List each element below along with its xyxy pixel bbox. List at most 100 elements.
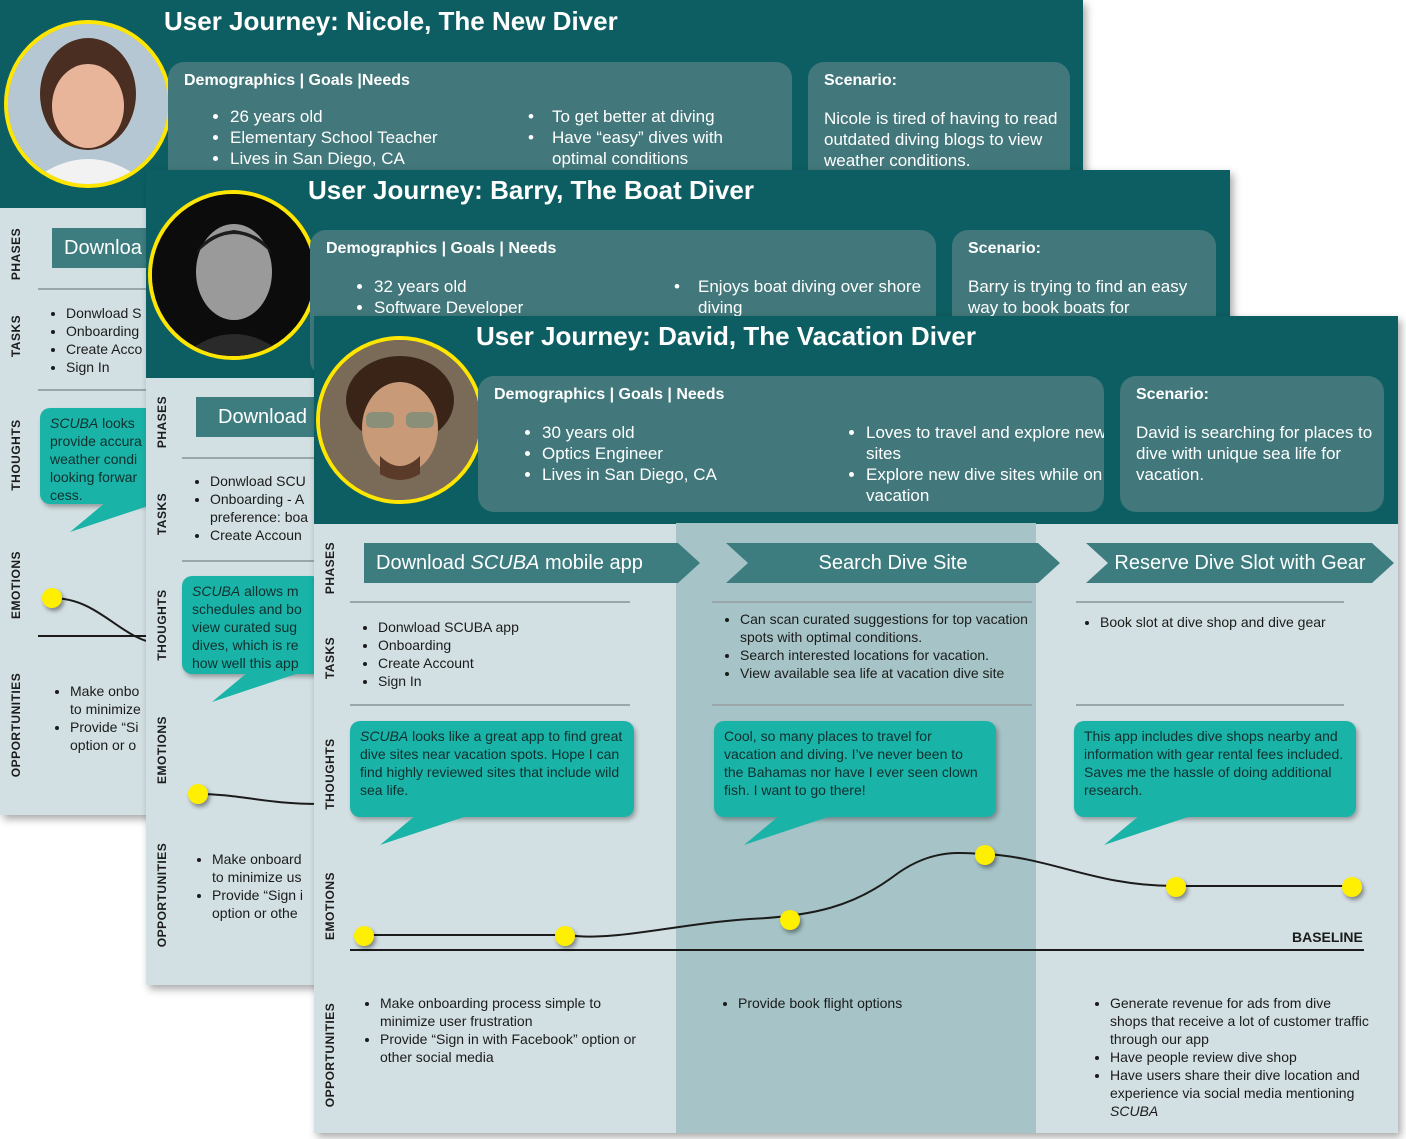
card-title: User Journey: Nicole, The New Diver [164, 6, 618, 36]
row-label-thoughts: THOUGHTS [323, 738, 337, 810]
list-item: Create Account [378, 654, 638, 672]
row-label-tasks: TASKS [323, 636, 337, 680]
row-label-tasks: TASKS [155, 492, 169, 536]
emotion-point [1166, 877, 1186, 897]
list-item: optimal conditions [552, 149, 689, 168]
list-item: •Enjoys boat diving over shore [674, 277, 922, 296]
avatar [148, 190, 318, 360]
opportunity-list-phase-2: Provide book flight options [712, 994, 1038, 1012]
separator [712, 704, 1032, 706]
thought-text: SCUBA looks like a great app to find gre… [360, 728, 623, 798]
row-label-thoughts: THOUGHTS [9, 419, 23, 491]
demographics-heading: Demographics | Goals | Needs [494, 386, 725, 403]
list-item: 26 years old [230, 106, 438, 127]
demographics-list-left: 26 years old Elementary School Teacher L… [206, 106, 438, 169]
highlight-column [676, 523, 1036, 1133]
avatar-portrait [152, 194, 314, 356]
list-item: Donwload SCU [210, 472, 308, 490]
list-item: •To get better at diving [528, 107, 715, 126]
list-item: Make onboarding process simple to minimi… [380, 994, 640, 1030]
row-label-phases: PHASES [323, 541, 337, 595]
list-item: Elementary School Teacher [230, 127, 438, 148]
phase-reserve-dive-slot: Reserve Dive Slot with Gear [1086, 543, 1394, 583]
list-item: Donwload SCUBA app [378, 618, 638, 636]
list-item: diving [698, 298, 743, 317]
emotion-point [42, 588, 62, 608]
emotion-curve-barry [197, 793, 322, 805]
phase-download-app: Download SCUBA mobile app [364, 543, 700, 583]
separator [350, 704, 630, 706]
scenario-text: David is searching for places to dive wi… [1136, 423, 1373, 484]
card-title: User Journey: David, The Vacation Diver [476, 321, 976, 351]
scenario-heading: Scenario: [1136, 386, 1209, 403]
emotion-point [555, 926, 575, 946]
list-item: 30 years old [542, 422, 717, 443]
list-item: Can scan curated suggestions for top vac… [740, 610, 1040, 646]
list-item: Optics Engineer [542, 443, 717, 464]
row-label-emotions: EMOTIONS [155, 715, 169, 785]
demographics-heading: Demographics | Goals | Needs [326, 240, 557, 257]
list-item: Search interested locations for vacation… [740, 646, 1040, 664]
task-list-phase-2: Can scan curated suggestions for top vac… [714, 610, 1040, 682]
list-item: Sign In [378, 672, 638, 690]
avatar [4, 20, 172, 188]
card-title: User Journey: Barry, The Boat Diver [308, 175, 754, 205]
list-item: Onboarding [66, 322, 142, 340]
emotion-curve-david [350, 852, 1364, 951]
demographics-list-left: 30 years old Optics Engineer Lives in Sa… [518, 422, 717, 485]
list-item: Donwload S [66, 304, 142, 322]
thought-text: This app includes dive shops nearby and … [1084, 728, 1344, 798]
task-list-phase-3: Book slot at dive shop and dive gear [1074, 613, 1398, 631]
avatar-portrait [8, 24, 168, 184]
goals-list-right: •Enjoys boat diving over shore diving [674, 276, 921, 318]
emotion-point [780, 910, 800, 930]
list-item: Provide book flight options [738, 994, 1038, 1012]
list-item: Book slot at dive shop and dive gear [1100, 613, 1398, 631]
separator [712, 601, 1032, 603]
separator [1076, 601, 1344, 603]
row-label-opportunities: OPPORTUNITIES [9, 672, 23, 778]
list-item: Provide “Sign in with Facebook” option o… [380, 1030, 640, 1066]
row-label-opportunities: OPPORTUNITIES [155, 842, 169, 948]
separator [182, 560, 322, 562]
goals-list-right: Loves to travel and explore new sites Ex… [842, 422, 1104, 506]
thought-bubble-phase-3: This app includes dive shops nearby and … [1074, 721, 1356, 845]
separator [182, 457, 322, 459]
list-item: Create Acco [66, 340, 142, 358]
emotion-point [1342, 877, 1362, 897]
list-item: Lives in San Diego, CA [230, 148, 438, 169]
demographics-list-left: 32 years old Software Developer [350, 276, 523, 318]
opportunity-list-phase-3: Generate revenue for ads from dive shops… [1084, 994, 1370, 1120]
list-item: Generate revenue for ads from dive shops… [1110, 994, 1370, 1048]
emotion-point [188, 784, 208, 804]
row-label-emotions: EMOTIONS [9, 550, 23, 620]
scenario-text: Nicole is tired of having to read outdat… [824, 109, 1058, 170]
scenario-heading: Scenario: [824, 72, 897, 89]
emotion-point [975, 845, 995, 865]
list-item: Lives in San Diego, CA [542, 464, 717, 485]
demographics-heading: Demographics | Goals |Needs [184, 72, 410, 89]
row-label-tasks: TASKS [9, 314, 23, 358]
task-list: Donwload S Onboarding Create Acco Sign I… [40, 304, 142, 376]
demographics-panel: Demographics | Goals | Needs 30 years ol… [478, 376, 1104, 512]
list-item: Loves to travel and explore new sites [866, 422, 1104, 464]
row-label-thoughts: THOUGHTS [155, 589, 169, 661]
list-item: Software Developer [374, 297, 523, 318]
list-item: Sign In [66, 358, 142, 376]
list-item: Explore new dive sites while on vacation [866, 464, 1104, 506]
list-item: Have users share their dive location and… [1110, 1066, 1370, 1120]
row-label-phases: PHASES [155, 395, 169, 449]
bubble-tail [212, 672, 302, 702]
journey-card-david: User Journey: David, The Vacation Diver … [314, 316, 1398, 1133]
list-item: Have people review dive shop [1110, 1048, 1370, 1066]
